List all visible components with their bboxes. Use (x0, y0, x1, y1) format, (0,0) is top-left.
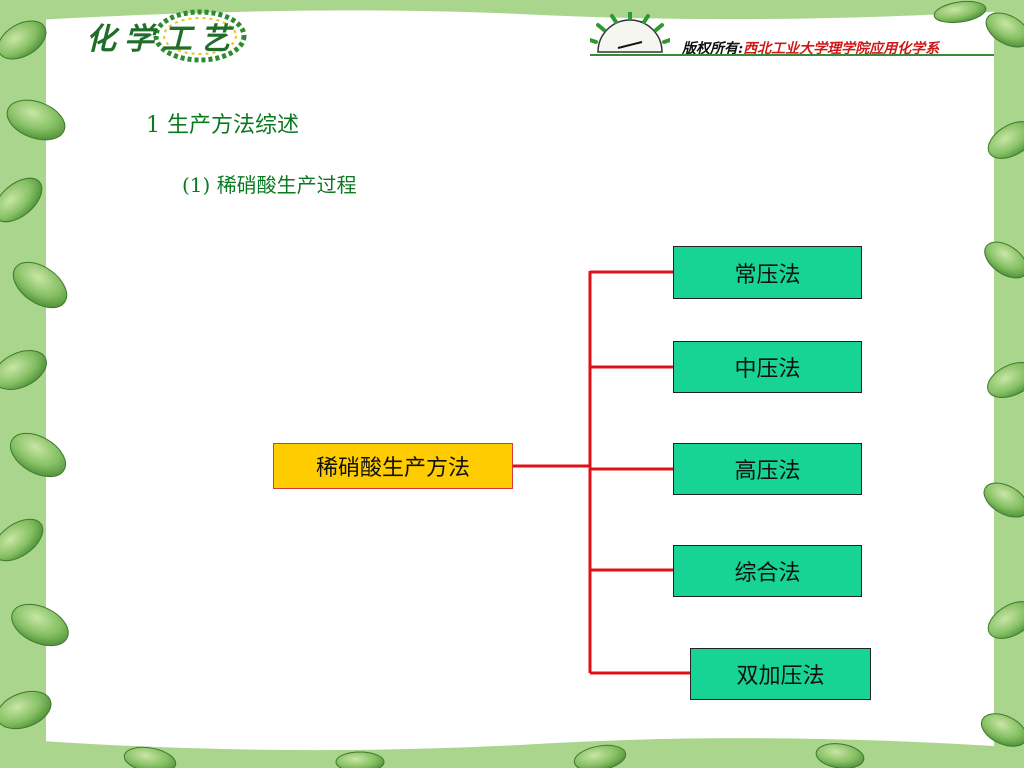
logo-title-text: 化学工艺 (86, 22, 238, 57)
method-box-4: 综合法 (673, 545, 862, 597)
copyright-institution: 西北工业大学理学院应用化学系 (743, 41, 940, 57)
sunrise-logo-icon (590, 12, 670, 53)
copyright-prefix: 版权所有: (682, 41, 744, 57)
method-box-3: 高压法 (673, 443, 862, 495)
copyright-notice: 版权所有:西北工业大学理学院应用化学系 (682, 38, 939, 58)
method-box-1: 常压法 (673, 246, 862, 299)
wreath-logo-icon (153, 9, 247, 63)
section-heading: 1 生产方法综述 (146, 113, 299, 138)
method-box-5: 双加压法 (690, 648, 871, 700)
method-box-2: 中压法 (673, 341, 862, 393)
section-subheading: (1) 稀硝酸生产过程 (182, 173, 357, 197)
header-divider (590, 54, 994, 56)
root-method-box: 稀硝酸生产方法 (273, 443, 513, 489)
